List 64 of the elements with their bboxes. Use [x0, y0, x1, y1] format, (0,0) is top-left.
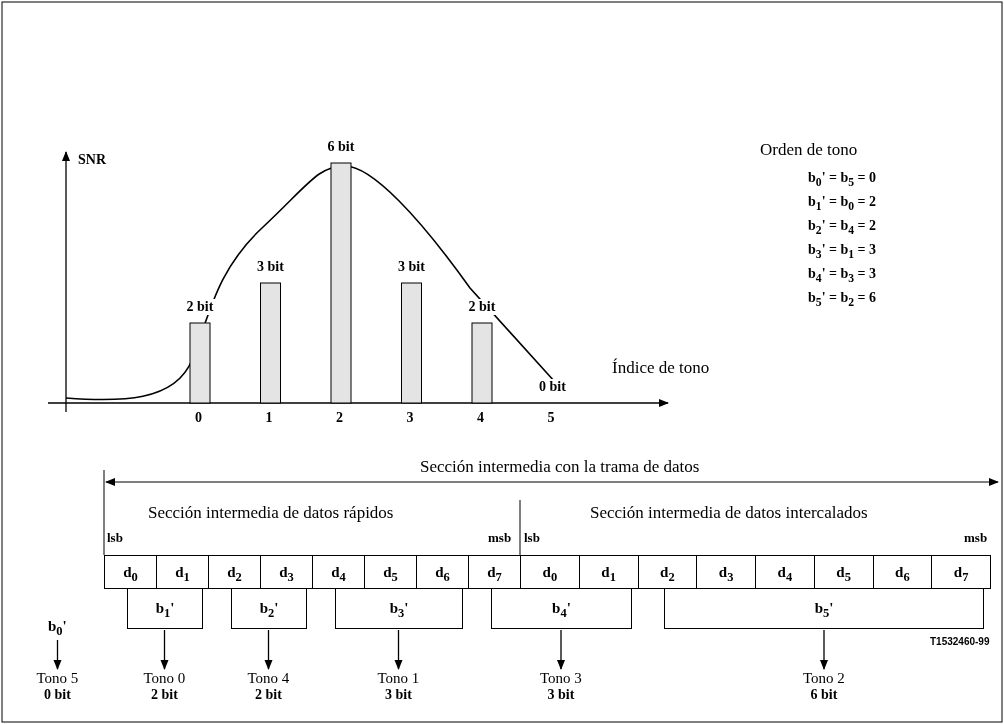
- data-cell: d$_{3}$: [696, 555, 756, 589]
- arrow: [264, 629, 273, 670]
- tick-label: 4: [477, 410, 484, 426]
- data-cell: d$_{7}$: [468, 555, 521, 589]
- section-title: Sección intermedia de datos intercalados: [590, 503, 868, 523]
- data-cell: d$_{1}$: [578, 555, 639, 589]
- arrow: [160, 629, 169, 670]
- data-cell: d$_{2}$: [637, 555, 698, 589]
- tone-label: Tono 4: [247, 670, 290, 687]
- arrow: [557, 629, 565, 670]
- bit-count: 2 bit: [151, 687, 178, 703]
- tick-label: 3: [406, 410, 414, 426]
- bit-group-bracket: b$_{2}$': [231, 589, 307, 629]
- bit-order-label: lsb: [524, 530, 540, 546]
- data-cell: d$_{2}$: [208, 555, 261, 589]
- tone-label: Tono 3: [540, 670, 582, 687]
- tone-label: Tono 5: [36, 670, 79, 687]
- tick-label: 1: [265, 410, 273, 426]
- bit-count: 6 bit: [810, 687, 838, 703]
- bit-group-bracket: b$_{4}$': [491, 589, 632, 629]
- data-cell: d$_{3}$: [260, 555, 313, 589]
- equation: b$_{3}$' = b$_{1}$ = 3: [808, 242, 877, 261]
- data-cell: d$_{5}$: [813, 555, 874, 589]
- axis-title: Índice de tono: [612, 358, 710, 378]
- tick-label: 0: [195, 410, 202, 426]
- bit-group-bracket: b$_{5}$': [663, 589, 985, 629]
- data-cell: d$_{6}$: [416, 555, 469, 589]
- bit-group-bracket: b$_{3}$': [335, 589, 463, 629]
- tick-label: 5: [547, 410, 555, 426]
- tone-label: Tono 0: [143, 670, 186, 687]
- data-cell: d$_{5}$: [364, 555, 417, 589]
- bit-count: 2 bit: [255, 687, 282, 703]
- data-cell: d$_{4}$: [312, 555, 365, 589]
- section-title: Sección intermedia de datos rápidos: [148, 503, 394, 523]
- data-cell: d$_{0}$: [104, 555, 157, 589]
- equation: b$_{1}$' = b$_{0}$ = 2: [808, 194, 877, 213]
- arrow: [53, 639, 62, 670]
- bit-order-label: msb: [964, 530, 988, 546]
- bit-order-label: msb: [488, 530, 512, 546]
- bit-count: 0 bit: [44, 687, 71, 703]
- data-cell: d$_{6}$: [872, 555, 933, 589]
- equation: b$_{2}$' = b$_{4}$ = 2: [808, 218, 877, 237]
- bit-count: 3 bit: [547, 687, 575, 703]
- section-title: Sección intermedia con la trama de datos: [420, 457, 700, 477]
- axis-title: SNR: [78, 152, 106, 168]
- bit-group-bracket: b$_{1}$': [127, 589, 203, 629]
- tone-label: Tono 1: [377, 670, 420, 687]
- data-cell: d$_{4}$: [755, 555, 815, 589]
- tone-label: Tono 2: [803, 670, 845, 687]
- data-cell: d$_{0}$: [520, 555, 580, 589]
- data-cell: d$_{7}$: [931, 555, 991, 589]
- arrow: [394, 629, 403, 670]
- bit-order-label: lsb: [107, 530, 123, 546]
- value-label: 2 bit: [466, 299, 498, 315]
- equation: b$_{5}$' = b$_{2}$ = 6: [808, 290, 877, 309]
- data-cell: d$_{1}$: [156, 555, 209, 589]
- tick-label: 2: [336, 410, 343, 426]
- heading: Orden de tono: [760, 140, 858, 160]
- equation: b$_{4}$' = b$_{3}$ = 3: [808, 266, 877, 285]
- value-label: 2 bit: [184, 299, 216, 315]
- equation: b$_{0}$' = b$_{5}$ = 0: [808, 170, 877, 189]
- arrow: [820, 629, 828, 670]
- bit-count: 3 bit: [385, 687, 412, 703]
- bit-count-label: b$_{0}$': [48, 618, 67, 639]
